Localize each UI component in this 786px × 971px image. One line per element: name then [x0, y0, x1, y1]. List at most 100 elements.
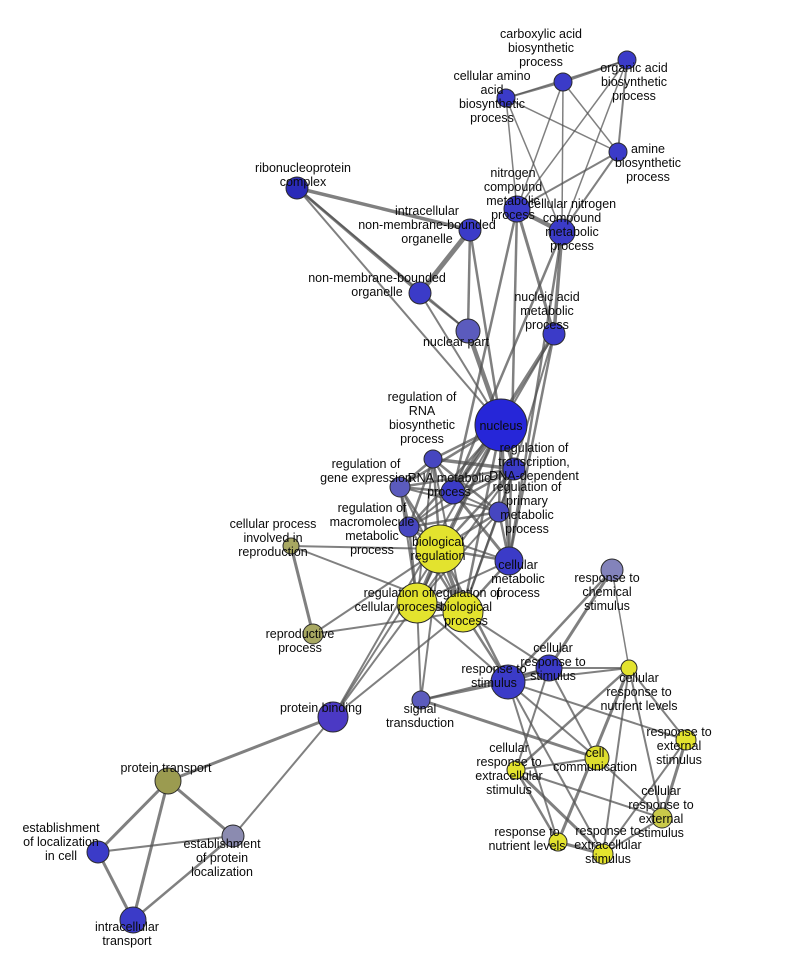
- edge-nucleic_acid_mp--cellular_mp: [507, 333, 556, 562]
- edge-carboxylic_acid_bp--cellular_nitrogen_compound_mp: [561, 81, 564, 233]
- edge-response_stimulus--response_extracellular: [507, 681, 604, 855]
- edge-cellular_response_stimulus--cellular_response_extracellular: [515, 667, 550, 771]
- node-cellular_mp[interactable]: [494, 546, 524, 576]
- edge-cellular_response_stimulus--response_chemical: [547, 569, 614, 669]
- edge-reproductive_process--biological_regulation: [312, 548, 441, 635]
- node-reg_primary_mp[interactable]: [488, 501, 510, 523]
- node-cellular_response_nutrient[interactable]: [620, 659, 638, 677]
- edge-signal_transduction--biological_regulation: [420, 548, 441, 701]
- node-intracellular_transport[interactable]: [119, 906, 147, 934]
- node-signal_transduction[interactable]: [411, 690, 431, 710]
- edge-reg_primary_mp--reg_macromolecule_mp: [408, 510, 500, 529]
- edge-organic_acid_bp--cellular_nitrogen_compound_mp: [561, 59, 628, 233]
- node-reg_gene_expression[interactable]: [389, 476, 411, 498]
- node-est_localization_cell[interactable]: [86, 840, 110, 864]
- edge-signal_transduction--cell_communication: [420, 698, 598, 760]
- node-est_protein_localization[interactable]: [221, 824, 245, 848]
- node-intracellular_nmb_organelle[interactable]: [458, 218, 482, 242]
- edge-reg_transcription--reg_cellular_process: [416, 468, 515, 604]
- edge-cellular_response_extracellular--response_nutrient_levels: [514, 769, 560, 843]
- node-nucleic_acid_mp[interactable]: [542, 322, 566, 346]
- node-protein_transport[interactable]: [154, 767, 182, 795]
- edge-cellular_response_nutrient--response_external: [628, 667, 687, 741]
- node-cpir[interactable]: [282, 537, 300, 555]
- node-nuclear_part[interactable]: [455, 318, 481, 344]
- node-cellular_nitrogen_compound_mp[interactable]: [548, 218, 576, 246]
- node-reg_cellular_process[interactable]: [396, 582, 438, 624]
- edge-cellular_amino_acid_bp--cellular_nitrogen_compound_mp: [505, 97, 563, 233]
- edge-response_external--response_extracellular: [602, 739, 687, 855]
- node-response_external[interactable]: [675, 729, 697, 751]
- node-reg_rna_bp[interactable]: [423, 449, 443, 469]
- edge-amine_bp--cellular_nitrogen_compound_mp: [561, 151, 619, 233]
- node-nitrogen_compound_mp[interactable]: [503, 195, 531, 223]
- node-reg_biological_process[interactable]: [442, 591, 484, 633]
- node-nucleus[interactable]: [474, 398, 528, 452]
- edge-protein_binding--protein_transport: [167, 715, 334, 783]
- node-label-nuclear_part: nuclear part: [423, 335, 490, 349]
- node-cellular_amino_acid_bp[interactable]: [496, 88, 516, 108]
- edge-est_protein_localization--protein_binding: [232, 716, 334, 837]
- edge-intracellular_nmb_organelle--nuclear_part: [466, 229, 472, 332]
- edge-response_stimulus--response_external: [507, 681, 687, 741]
- node-ribonucleoprotein_complex[interactable]: [285, 176, 309, 200]
- edge-organic_acid_bp--nitrogen_compound_mp: [516, 59, 628, 210]
- node-carboxylic_acid_bp[interactable]: [553, 72, 573, 92]
- node-cellular_response_external[interactable]: [651, 807, 673, 829]
- node-reg_transcription[interactable]: [502, 457, 526, 481]
- node-response_stimulus[interactable]: [490, 664, 526, 700]
- edge-protein_transport--intracellular_transport: [131, 780, 170, 921]
- edge-cpir--biological_regulation: [290, 545, 441, 550]
- node-protein_binding[interactable]: [317, 701, 349, 733]
- edge-response_external--cellular_response_external: [660, 739, 688, 819]
- node-organic_acid_bp[interactable]: [617, 50, 637, 70]
- edge-amine_bp--nitrogen_compound_mp: [516, 151, 619, 210]
- edge-nucleic_acid_mp--reg_transcription: [513, 333, 555, 470]
- edge-cellular_response_nutrient--cellular_response_extracellular: [515, 667, 630, 771]
- edge-cpir--reproductive_process: [289, 545, 315, 635]
- node-nmb_organelle[interactable]: [408, 281, 432, 305]
- node-amine_bp[interactable]: [608, 142, 628, 162]
- node-response_chemical[interactable]: [600, 558, 624, 582]
- edge-reg_transcription--reg_gene_expression: [399, 467, 515, 489]
- edge-nitrogen_compound_mp--cellular_mp: [507, 208, 519, 562]
- node-cellular_response_stimulus[interactable]: [535, 654, 563, 682]
- node-reg_macromolecule_mp[interactable]: [398, 516, 420, 538]
- edge-response_stimulus--response_nutrient_levels: [507, 681, 559, 843]
- edge-intracellular_nmb_organelle--nucleus: [468, 229, 503, 426]
- node-cell_communication[interactable]: [584, 745, 610, 771]
- node-biological_regulation[interactable]: [415, 524, 465, 574]
- node-cellular_response_extracellular[interactable]: [506, 760, 526, 780]
- node-rna_mp[interactable]: [440, 479, 466, 505]
- node-reproductive_process[interactable]: [302, 623, 324, 645]
- node-response_extracellular[interactable]: [592, 843, 614, 865]
- node-response_nutrient_levels[interactable]: [548, 832, 568, 852]
- edge-cellular_response_extracellular--cellular_response_external: [515, 769, 663, 819]
